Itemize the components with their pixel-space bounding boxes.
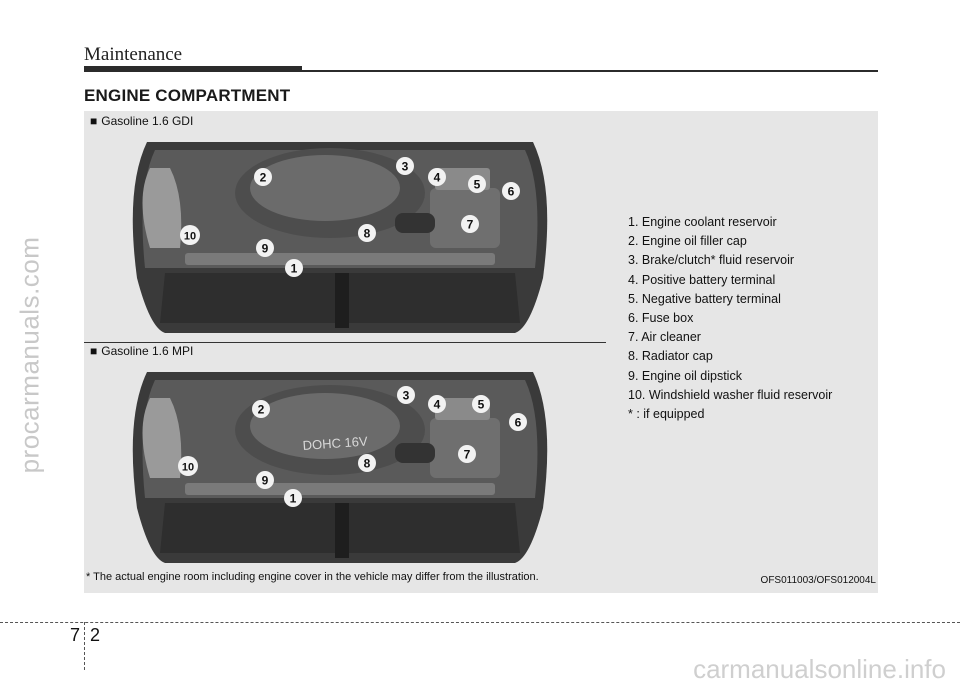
side-watermark: procarmanuals.com: [14, 236, 45, 474]
svg-text:5: 5: [474, 178, 481, 192]
engine-illustration-gdi: [132, 142, 548, 333]
callout-badge: 1: [284, 489, 302, 507]
page-chapter-number: 7: [70, 625, 81, 645]
svg-text:4: 4: [434, 398, 441, 412]
legend-item: 2. Engine oil filler cap: [628, 234, 747, 249]
legend-item: 3. Brake/clutch* fluid reservoir: [628, 253, 795, 268]
callout-badge: 7: [458, 445, 476, 463]
svg-text:10: 10: [182, 462, 194, 474]
callout-badge: 4: [428, 395, 446, 413]
callout-badge: 2: [252, 400, 270, 418]
legend-item: 1. Engine coolant reservoir: [628, 215, 777, 229]
legend-item: 4. Positive battery terminal: [628, 272, 776, 287]
page-header-title: Maintenance: [84, 44, 183, 65]
illustration-disclaimer: * The actual engine room including engin…: [86, 571, 539, 583]
callout-badge: 10: [178, 456, 198, 476]
svg-text:5: 5: [478, 398, 485, 412]
callout-badge: 5: [472, 395, 490, 413]
legend-footnote: * : if equipped: [628, 407, 705, 422]
header-rule-thin: [302, 70, 878, 72]
callout-badge: 5: [468, 175, 486, 193]
callout-badge: 7: [461, 215, 479, 233]
footer-dashed-rule: [0, 622, 960, 623]
figure-label-mpi: ■Gasoline 1.6 MPI: [90, 344, 194, 358]
legend-item: 6. Fuse box: [628, 311, 694, 326]
bottom-watermark: carmanualsonline.info: [693, 654, 946, 684]
callout-badge: 10: [180, 225, 200, 245]
callouts-mpi: 1 2 3 4 5 6 7 8 9 10: [178, 386, 527, 507]
callout-badge: 9: [256, 239, 274, 257]
square-bullet-icon: ■: [90, 114, 98, 128]
callout-badge: 1: [285, 259, 303, 277]
svg-text:1: 1: [291, 262, 298, 276]
section-title: ENGINE COMPARTMENT: [84, 86, 291, 105]
legend-item: 10. Windshield washer fluid reservoir: [628, 387, 833, 402]
callout-badge: 6: [509, 413, 527, 431]
legend-item: 8. Radiator cap: [628, 349, 713, 364]
callouts-gdi: 1 2 3 4 5 6 7 8 9 10: [180, 157, 520, 277]
callout-badge: 9: [256, 471, 274, 489]
engine-cover-text: DOHC 16V: [302, 433, 368, 453]
svg-text:3: 3: [403, 389, 410, 403]
svg-text:2: 2: [258, 403, 265, 417]
figure-divider: [84, 342, 606, 343]
callout-badge: 4: [428, 168, 446, 186]
page-number: 2: [90, 625, 101, 645]
svg-text:4: 4: [434, 171, 441, 185]
parts-legend: 1. Engine coolant reservoir 2. Engine oi…: [628, 213, 832, 424]
callout-badge: 2: [254, 168, 272, 186]
square-bullet-icon: ■: [90, 344, 98, 358]
figure-code: OFS011003/OFS012004L: [760, 575, 876, 586]
legend-item: 9. Engine oil dipstick: [628, 368, 742, 383]
callout-badge: 3: [396, 157, 414, 175]
footer-dashed-divider: [84, 622, 85, 670]
svg-text:9: 9: [262, 474, 269, 488]
svg-text:2: 2: [260, 171, 267, 185]
legend-item: 7. Air cleaner: [628, 330, 701, 345]
callout-badge: 6: [502, 182, 520, 200]
callout-badge: 8: [358, 454, 376, 472]
svg-text:10: 10: [184, 231, 196, 243]
header-rule-thick: [84, 66, 302, 72]
svg-text:8: 8: [364, 457, 371, 471]
svg-text:8: 8: [364, 227, 371, 241]
svg-text:6: 6: [515, 416, 522, 430]
figure-label-gdi: ■Gasoline 1.6 GDI: [90, 114, 194, 128]
svg-text:3: 3: [402, 160, 409, 174]
svg-text:6: 6: [508, 185, 515, 199]
svg-text:1: 1: [290, 492, 297, 506]
callout-badge: 3: [397, 386, 415, 404]
svg-text:9: 9: [262, 242, 269, 256]
legend-item: 5. Negative battery terminal: [628, 291, 781, 306]
svg-text:7: 7: [467, 218, 474, 232]
svg-text:7: 7: [464, 448, 471, 462]
callout-badge: 8: [358, 224, 376, 242]
